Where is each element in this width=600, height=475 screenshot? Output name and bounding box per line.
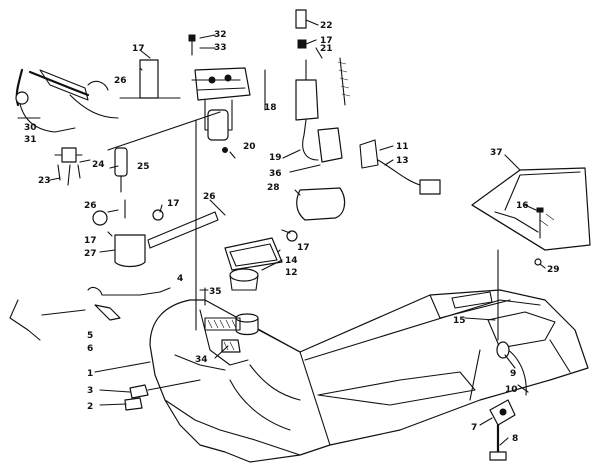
leader-lines — [9, 19, 546, 446]
label-part-13: 13 — [396, 156, 409, 166]
label-part-10: 10 — [505, 385, 518, 395]
label-part-6: 6 — [87, 344, 93, 354]
label-part-20: 20 — [243, 142, 256, 152]
label-part-12: 12 — [285, 268, 298, 278]
label-part-30: 30 — [24, 123, 37, 133]
label-part-2: 2 — [87, 402, 93, 412]
label-part-4: 4 — [177, 274, 183, 284]
label-part-26-left: 26 — [84, 201, 97, 211]
fuel-sender-assembly — [295, 9, 441, 195]
label-part-24: 24 — [92, 160, 105, 170]
label-part-5: 5 — [87, 331, 93, 341]
fuel-line-harness — [15, 68, 128, 193]
skid-pan-hardware — [471, 167, 591, 461]
label-part-36: 36 — [269, 169, 282, 179]
label-part-29: 29 — [547, 265, 560, 275]
fuel-pump-assembly — [107, 34, 266, 331]
filter-and-fittings — [92, 199, 298, 268]
label-part-37: 37 — [490, 148, 503, 158]
label-part-32: 32 — [214, 30, 227, 40]
label-part-9: 9 — [510, 369, 516, 379]
label-part-33: 33 — [214, 43, 227, 53]
label-part-18: 18 — [264, 103, 277, 113]
fuel-tank-chassis — [149, 289, 589, 463]
label-part-35: 35 — [209, 287, 222, 297]
label-part-17-right: 17 — [297, 243, 310, 253]
label-part-19: 19 — [269, 153, 282, 163]
small-hardware — [87, 286, 206, 411]
label-part-15: 15 — [453, 316, 466, 326]
label-part-21: 21 — [320, 44, 333, 54]
label-part-34: 34 — [195, 355, 208, 365]
label-part-25: 25 — [137, 162, 150, 172]
label-part-8: 8 — [512, 434, 518, 444]
label-part-31: 31 — [24, 135, 37, 145]
label-part-1: 1 — [87, 369, 93, 379]
label-part-17-left: 17 — [84, 236, 97, 246]
label-part-27: 27 — [84, 249, 97, 259]
label-part-7: 7 — [471, 423, 477, 433]
label-part-23: 23 — [38, 176, 51, 186]
label-part-3: 3 — [87, 386, 93, 396]
label-part-17-mid: 17 — [167, 199, 180, 209]
label-part-28: 28 — [267, 183, 280, 193]
label-part-26-mid: 26 — [203, 192, 216, 202]
label-part-22: 22 — [320, 21, 333, 31]
part-labels: 1 2 3 4 5 6 7 8 9 10 11 12 13 14 15 16 1… — [24, 21, 560, 444]
sending-unit-cap — [224, 187, 346, 291]
label-part-16: 16 — [516, 201, 529, 211]
label-part-11: 11 — [396, 142, 409, 152]
label-part-17-top: 17 — [132, 44, 145, 54]
label-part-14: 14 — [285, 256, 298, 266]
label-part-17-gauge: 17 — [320, 36, 333, 46]
label-part-26-top: 26 — [114, 76, 127, 86]
